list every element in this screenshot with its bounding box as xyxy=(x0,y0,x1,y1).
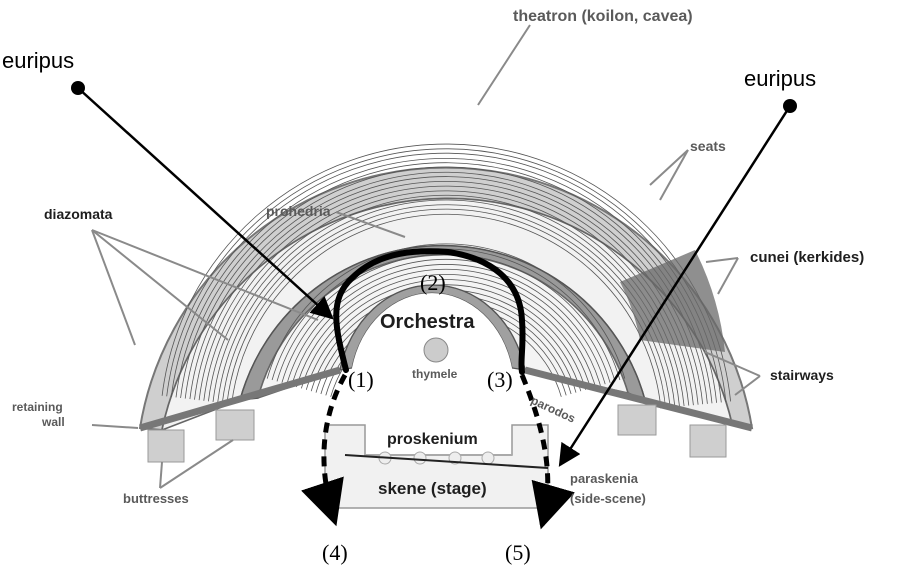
buttress xyxy=(617,404,657,436)
diazomata-label: diazomata xyxy=(44,206,113,222)
buttresses-label: buttresses xyxy=(123,491,189,506)
skene-label: skene (stage) xyxy=(378,479,487,498)
side-scene-label: (side-scene) xyxy=(570,491,646,506)
euripus-right-label: euripus xyxy=(744,66,816,91)
seat-row xyxy=(281,258,611,383)
seat-row xyxy=(296,274,596,388)
theatron-label: theatron (koilon, cavea) xyxy=(513,8,693,25)
retaining-label: retaining xyxy=(12,400,63,414)
leader-lines xyxy=(91,24,761,489)
buttress xyxy=(689,424,727,458)
euripus-right-pointer xyxy=(558,105,792,467)
buttress xyxy=(215,409,255,441)
seats-label: seats xyxy=(690,138,726,154)
euripus-left-label: euripus xyxy=(2,48,74,73)
marker-5: (5) xyxy=(505,540,531,565)
cunei-label: cunei (kerkides) xyxy=(750,249,864,266)
thymele-altar xyxy=(423,337,449,363)
marker-3: (3) xyxy=(487,367,513,392)
path-arrow-4 xyxy=(301,373,348,527)
skene-building xyxy=(324,424,549,509)
seat-row xyxy=(286,264,606,385)
stairways-label: stairways xyxy=(770,367,834,383)
orchestra-floor xyxy=(352,293,512,372)
marker-2: (2) xyxy=(420,270,446,295)
seat-row xyxy=(301,279,591,389)
proskenium-column xyxy=(481,451,495,465)
left-retaining-wall xyxy=(139,366,341,432)
orchestra-label: Orchestra xyxy=(380,311,475,333)
seat-row xyxy=(231,213,662,409)
seat-row xyxy=(305,284,587,390)
seat-row xyxy=(266,243,626,379)
wall-label: wall xyxy=(41,415,65,429)
paraskenia-label: paraskenia xyxy=(570,471,639,486)
marker-1: (1) xyxy=(348,367,374,392)
thymele-label: thymele xyxy=(412,367,458,381)
marker-4: (4) xyxy=(322,540,348,565)
buttress xyxy=(147,429,185,463)
euripus-left-pointer xyxy=(77,87,334,320)
right-retaining-wall xyxy=(524,366,753,432)
euripus-channel xyxy=(333,248,526,375)
cunei-dark-wedge xyxy=(620,250,725,352)
path-arrow-5 xyxy=(519,374,575,530)
prohedria-label: prohedria xyxy=(266,203,331,219)
proskenium-label: proskenium xyxy=(387,431,478,448)
seat-row xyxy=(291,268,601,386)
proskenium-column xyxy=(413,451,427,465)
